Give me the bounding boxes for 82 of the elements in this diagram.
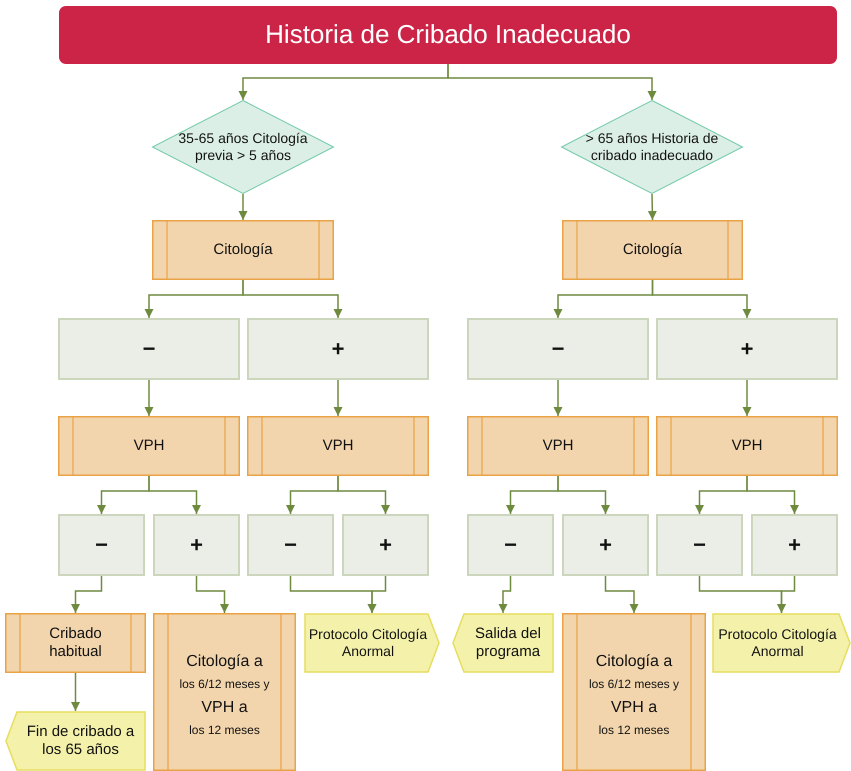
arrow	[604, 576, 638, 613]
arrow	[554, 380, 562, 416]
node-label: Citología a	[186, 652, 263, 672]
node-label: VPH	[732, 437, 762, 455]
node-label: Fin de cribado a los 65 años	[26, 723, 136, 759]
terminator-tag	[452, 613, 554, 673]
node-label: Citología a	[596, 652, 672, 672]
process-box	[58, 416, 240, 476]
arrow	[71, 673, 80, 711]
arrow	[746, 476, 799, 514]
node-label: +	[788, 532, 801, 558]
process-box	[247, 416, 429, 476]
arrow	[144, 380, 154, 416]
node-label: los 6/12 meses y	[179, 677, 270, 692]
node-label: Cribado habitual	[48, 625, 103, 661]
result-box	[58, 318, 240, 380]
arrow	[337, 476, 390, 514]
node-label: VPH a	[610, 698, 658, 717]
node-label: −	[284, 532, 297, 558]
arrow	[148, 476, 201, 514]
arrow	[652, 280, 752, 318]
arrow	[648, 194, 657, 220]
node-label: > 65 años Historia de cribado inadecuado	[584, 130, 720, 164]
node-label: Salida del programa	[474, 625, 542, 661]
node-label: VPH	[322, 437, 354, 455]
node-label: +	[379, 532, 392, 558]
process-box	[562, 220, 743, 280]
title-banner	[59, 6, 837, 64]
node-label: −	[504, 532, 517, 558]
arrow	[71, 576, 102, 613]
node-label: −	[95, 532, 108, 558]
node-label: VPH a	[201, 698, 248, 717]
result-box	[751, 514, 838, 576]
result-box	[562, 514, 649, 576]
process-box	[656, 416, 838, 476]
result-box	[467, 318, 649, 380]
node-label: +	[599, 532, 612, 558]
result-box	[467, 514, 554, 576]
node-label: Citología	[213, 241, 273, 259]
node-label: los 12 meses	[189, 722, 260, 738]
node-label: −	[142, 336, 156, 362]
arrow	[498, 576, 512, 613]
node-label: VPH	[134, 437, 164, 455]
node-label: Protocolo Citología Anormal	[717, 626, 838, 660]
node-label: +	[190, 532, 203, 558]
terminator-tag	[304, 613, 440, 673]
process-box	[5, 613, 146, 673]
node-label: Protocolo Citología Anormal	[308, 626, 428, 660]
arrow	[777, 576, 796, 613]
process-box	[562, 613, 706, 771]
node-label: VPH	[542, 437, 574, 455]
node-label: +	[332, 336, 344, 362]
process-box	[467, 416, 649, 476]
arrow	[368, 576, 386, 613]
arrow	[238, 194, 248, 220]
result-box	[247, 318, 429, 380]
result-box	[153, 514, 240, 576]
arrow	[242, 280, 342, 318]
terminator-tag	[5, 711, 146, 771]
arrow	[334, 380, 342, 416]
result-box	[656, 514, 743, 576]
arrow	[557, 476, 610, 514]
node-label: −	[693, 532, 706, 558]
node-label: −	[552, 336, 564, 362]
result-box	[247, 514, 334, 576]
process-box	[152, 220, 334, 280]
node-label: Citología	[622, 241, 682, 259]
node-label: 35-65 años Citología previa > 5 años	[177, 130, 309, 164]
arrow	[196, 576, 229, 613]
decision-diamond	[561, 100, 743, 194]
node-label: Historia de Cribado Inadecuado	[265, 19, 631, 51]
node-label: +	[740, 336, 754, 362]
result-box	[342, 514, 429, 576]
node-label: los 12 meses	[598, 722, 670, 738]
terminator-tag	[712, 613, 851, 673]
node-label: los 6/12 meses y	[588, 677, 680, 692]
arrow	[742, 380, 752, 416]
result-box	[656, 318, 838, 380]
result-box	[58, 514, 145, 576]
process-box	[153, 613, 296, 771]
decision-diamond	[152, 100, 334, 194]
arrow	[447, 64, 656, 100]
